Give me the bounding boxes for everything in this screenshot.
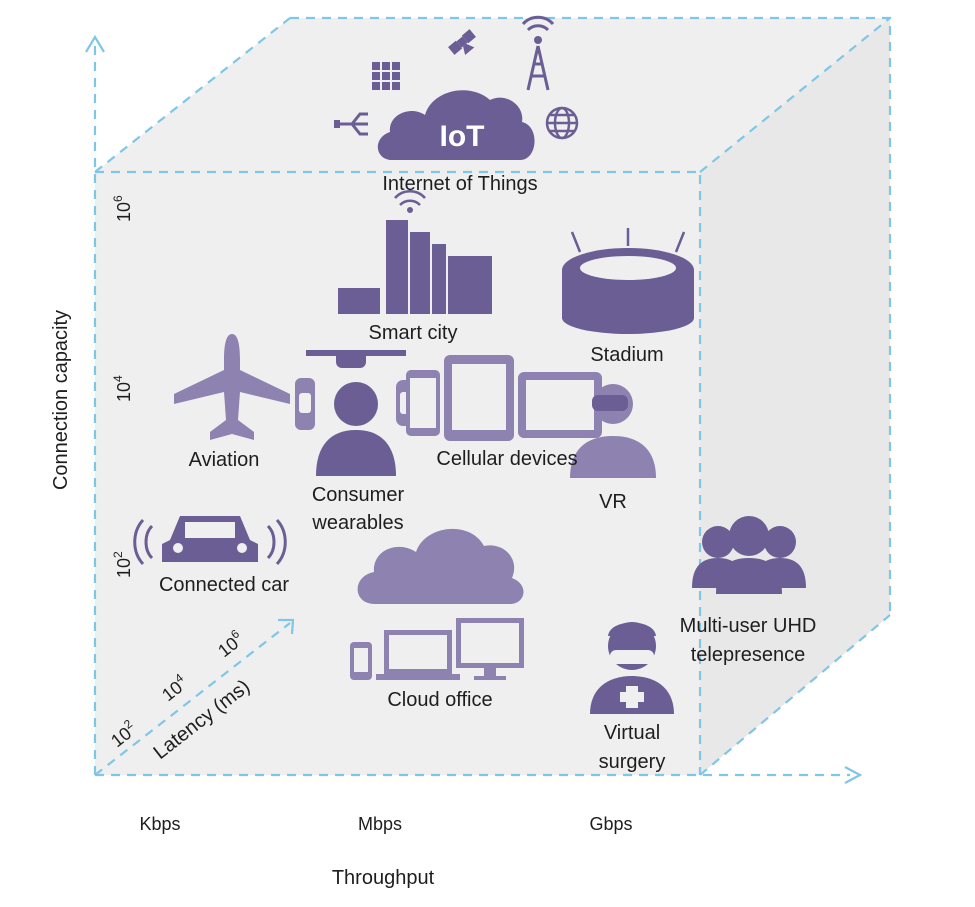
antenna-tower-icon: [521, 15, 555, 91]
label-stadium: Stadium: [590, 344, 663, 366]
label-smart-city: Smart city: [369, 322, 458, 344]
grid-panel-icon: [372, 62, 400, 90]
label-virtual-surgery-2: surgery: [599, 751, 666, 773]
iot-badge: IoT: [440, 120, 485, 153]
office-devices-icon: [350, 618, 524, 680]
capacity-tick-10e6: 106: [111, 195, 134, 222]
label-multi-user-1: Multi-user UHD: [680, 615, 817, 637]
label-connected-car: Connected car: [159, 574, 289, 596]
label-iot: Internet of Things: [382, 173, 537, 195]
axis-title-throughput: Throughput: [332, 867, 435, 889]
smart-glasses-icon: [306, 350, 406, 368]
latency-arrow-icon: [278, 618, 295, 635]
throughput-tick-mbps: Mbps: [358, 814, 402, 834]
label-vr: VR: [599, 491, 627, 513]
capacity-arrow-icon: [85, 34, 105, 53]
label-aviation: Aviation: [189, 449, 260, 471]
multi-user-group-icon: [692, 516, 806, 594]
throughput-tick-gbps: Gbps: [589, 814, 632, 834]
satellite-icon: [448, 29, 476, 56]
wearables-person-icon: [316, 382, 396, 476]
label-consumer-wearables-1: Consumer: [312, 484, 405, 506]
label-consumer-wearables-2: wearables: [311, 512, 403, 534]
surgeon-icon: [590, 622, 674, 714]
capacity-tick-10e2: 102: [111, 551, 134, 578]
smart-watch-icon: [295, 378, 315, 430]
label-multi-user-2: telepresence: [691, 644, 806, 666]
capacity-tick-10e4: 104: [111, 375, 134, 402]
axis-arrowheads: [85, 34, 863, 784]
vr-headset-icon: [570, 384, 656, 478]
smart-city-icon: [338, 189, 492, 314]
throughput-arrow-icon: [844, 766, 863, 784]
label-cellular-devices: Cellular devices: [436, 448, 577, 470]
usb-icon: [334, 112, 368, 136]
stadium-icon: [562, 228, 694, 334]
axis-title-connection-capacity: Connection capacity: [50, 310, 72, 490]
throughput-tick-kbps: Kbps: [139, 814, 180, 834]
cellular-devices-icon: [396, 355, 602, 441]
label-virtual-surgery-1: Virtual: [604, 722, 660, 744]
cube-edges: [93, 16, 892, 777]
iot-cloud-icon: [377, 90, 535, 160]
globe-icon: [545, 106, 579, 140]
connected-car-icon: [133, 516, 287, 566]
airplane-icon: [174, 334, 290, 440]
cloud-office-icon: [357, 528, 524, 604]
label-cloud-office: Cloud office: [387, 689, 492, 711]
